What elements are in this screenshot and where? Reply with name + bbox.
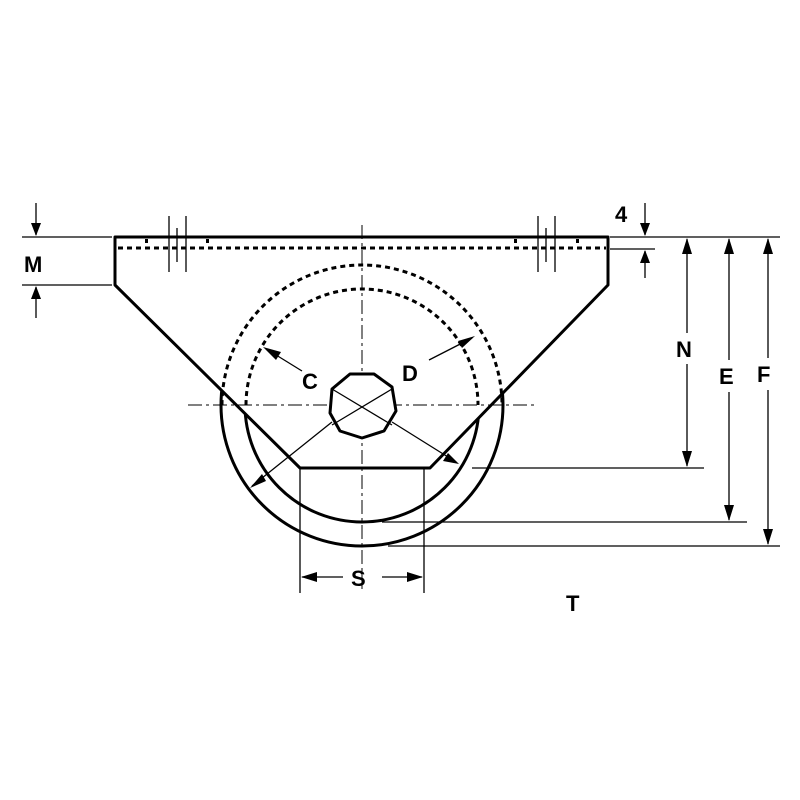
f-label: F: [757, 362, 770, 387]
n-label: N: [676, 337, 692, 362]
four-arrow-head-bottom: [640, 250, 650, 263]
c-dimension-line-lower: [251, 421, 333, 487]
hidden-wheel-lines: [220, 263, 504, 406]
hidden-outer-arc: [220, 263, 504, 406]
plate-mark: [576, 239, 579, 243]
d-arrow-head-upper: [458, 336, 475, 348]
s-arrow-head-left: [301, 572, 317, 582]
m-arrow-head-top: [31, 223, 41, 236]
f-arrow-head-top: [763, 238, 773, 254]
height-dimensions: N E F: [382, 236, 780, 547]
m-label: M: [24, 252, 42, 277]
f-arrow-head-bottom: [763, 529, 773, 545]
d-dimension: D: [391, 336, 475, 464]
d-arrow-head-lower: [443, 453, 459, 464]
e-arrow-head-bottom: [724, 505, 734, 521]
n-arrow-head-top: [682, 238, 692, 254]
hub: [328, 372, 398, 440]
hidden-inner-arc: [244, 287, 480, 406]
s-dimension: S: [299, 468, 425, 593]
plate-mark: [514, 239, 517, 243]
d-label: D: [402, 361, 418, 386]
four-arrow-head-top: [640, 223, 650, 236]
c-label: C: [302, 369, 318, 394]
s-arrow-head-right: [407, 572, 423, 582]
plate-mark: [206, 239, 209, 243]
c-arrow-head-lower: [250, 474, 266, 488]
four-label: 4: [615, 202, 628, 227]
c-dimension: C: [250, 347, 333, 488]
s-label: S: [351, 566, 366, 591]
m-dimension: M: [22, 203, 112, 318]
e-label: E: [719, 364, 734, 389]
d-dimension-line-lower: [391, 421, 457, 463]
plate-mark: [145, 239, 148, 243]
four-dimension: 4: [610, 202, 655, 278]
c-arrow-head-upper: [263, 347, 281, 360]
n-arrow-head-bottom: [682, 451, 692, 467]
t-label: T: [566, 591, 580, 616]
hub-cross-line: [331, 388, 393, 426]
e-arrow-head-top: [724, 238, 734, 254]
m-arrow-head-bottom: [31, 286, 41, 299]
